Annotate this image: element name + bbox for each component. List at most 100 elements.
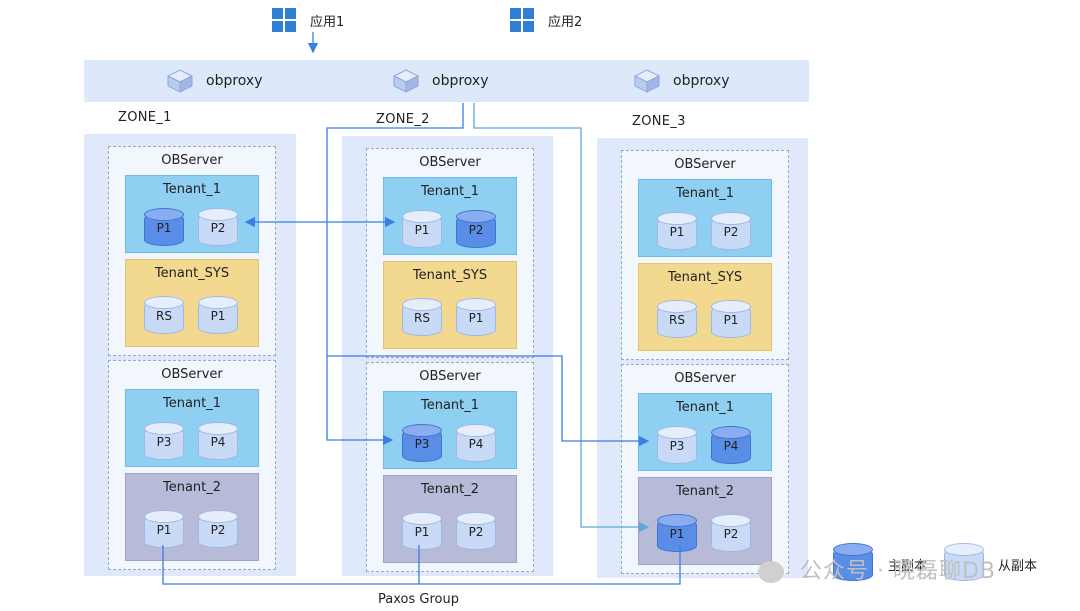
tenant-title: Tenant_2 <box>675 484 735 499</box>
tenant-title: Tenant_SYS <box>667 270 743 285</box>
partition-label: P2 <box>468 223 484 237</box>
tenant-title: Tenant_1 <box>162 182 222 197</box>
partition-p1-follower: P1 <box>657 212 697 250</box>
app-2-label: 应用2 <box>548 14 583 30</box>
app-2: 应用2 <box>510 8 582 32</box>
partition-p1-follower: P1 <box>402 512 442 550</box>
partition-p1-follower: P1 <box>198 296 238 334</box>
partition-label: P1 <box>669 225 685 239</box>
tenant-tenant-sys: Tenant_SYS RS P1 <box>383 261 517 349</box>
partition-p1-follower: P1 <box>711 300 751 338</box>
observer-title: OBServer <box>161 153 223 168</box>
partition-p2-follower: P2 <box>198 510 238 548</box>
partition-p1-follower: P1 <box>402 210 442 248</box>
partition-p1-leader: P1 <box>144 208 184 246</box>
proxy-cube-icon <box>166 69 194 93</box>
partition-p2-follower: P2 <box>198 208 238 246</box>
tenant-tenant-sys: Tenant_SYS RS P1 <box>638 263 772 351</box>
windows-icon <box>510 8 534 32</box>
partition-label: P1 <box>468 311 484 325</box>
partition-p4-follower: P4 <box>198 422 238 460</box>
partition-p2-follower: P2 <box>711 514 751 552</box>
legend-follower-label: 从副本 <box>998 559 1038 574</box>
partition-label: P1 <box>414 525 430 539</box>
legend-leader-label: 主副本 <box>888 559 928 574</box>
partition-label: P3 <box>414 437 430 451</box>
partition-p3-leader: P3 <box>402 424 442 462</box>
tenant-title: Tenant_2 <box>162 480 222 495</box>
partition-p2-follower: P2 <box>711 212 751 250</box>
tenant-title: Tenant_SYS <box>412 268 488 283</box>
partition-label: P1 <box>669 527 685 541</box>
watermark-text: 公众号 · 晓磊聊DB <box>800 559 997 584</box>
tenant-title: Tenant_1 <box>420 398 480 413</box>
partition-label: P1 <box>156 523 172 537</box>
tenant-title: Tenant_1 <box>675 186 735 201</box>
obproxy-1: obproxy <box>166 68 263 94</box>
tenant-title: Tenant_1 <box>420 184 480 199</box>
legend-follower-icon <box>944 543 984 581</box>
partition-p3-follower: P3 <box>144 422 184 460</box>
app-1: 应用1 <box>272 8 344 32</box>
route-to-zone3-p1 <box>473 103 650 533</box>
zone-1-label: ZONE_1 <box>118 110 172 125</box>
observer-title: OBServer <box>419 369 481 384</box>
partition-label: P1 <box>723 313 739 327</box>
partition-label: P4 <box>210 435 226 449</box>
partition-rs-follower: RS <box>657 300 697 338</box>
partition-label: P3 <box>156 435 172 449</box>
tenant-tenant-sys: Tenant_SYS RS P1 <box>125 259 259 347</box>
wechat-icon <box>758 561 784 583</box>
zone-2-label: ZONE_2 <box>376 112 430 127</box>
tenant-title: Tenant_1 <box>162 396 222 411</box>
partition-label: P2 <box>468 525 484 539</box>
windows-icon <box>272 8 296 32</box>
partition-p1-follower: P1 <box>144 510 184 548</box>
app-1-label: 应用1 <box>310 14 345 30</box>
partition-label: P1 <box>414 223 430 237</box>
partition-label: P1 <box>156 221 172 235</box>
partition-p3-follower: P3 <box>657 426 697 464</box>
partition-label: P4 <box>723 439 739 453</box>
partition-label: P2 <box>210 523 226 537</box>
tenant-title: Tenant_1 <box>675 400 735 415</box>
observer-title: OBServer <box>161 367 223 382</box>
legend-leader-icon <box>833 543 873 581</box>
paxos-group-line <box>162 545 681 585</box>
partition-label: RS <box>414 311 430 325</box>
partition-rs-follower: RS <box>144 296 184 334</box>
watermark: 公众号 · 晓磊聊DB <box>758 553 996 585</box>
partition-label: RS <box>669 313 685 327</box>
obproxy-3-label: obproxy <box>673 73 730 89</box>
partition-label: P3 <box>669 439 685 453</box>
partition-rs-follower: RS <box>402 298 442 336</box>
route-to-zone2-p3 <box>326 103 464 446</box>
partition-p1-leader: P1 <box>657 514 697 552</box>
observer-title: OBServer <box>674 157 736 172</box>
partition-p2-leader: P2 <box>456 210 496 248</box>
partition-p4-leader: P4 <box>711 426 751 464</box>
obproxy-layer <box>84 60 809 102</box>
observer-title: OBServer <box>419 155 481 170</box>
partition-p1-follower: P1 <box>456 298 496 336</box>
partition-p4-follower: P4 <box>456 424 496 462</box>
paxos-group-label: Paxos Group <box>378 592 459 607</box>
tenant-title: Tenant_SYS <box>154 266 230 281</box>
obproxy-1-label: obproxy <box>206 73 263 89</box>
zone-3-label: ZONE_3 <box>632 114 686 129</box>
proxy-cube-icon <box>633 69 661 93</box>
